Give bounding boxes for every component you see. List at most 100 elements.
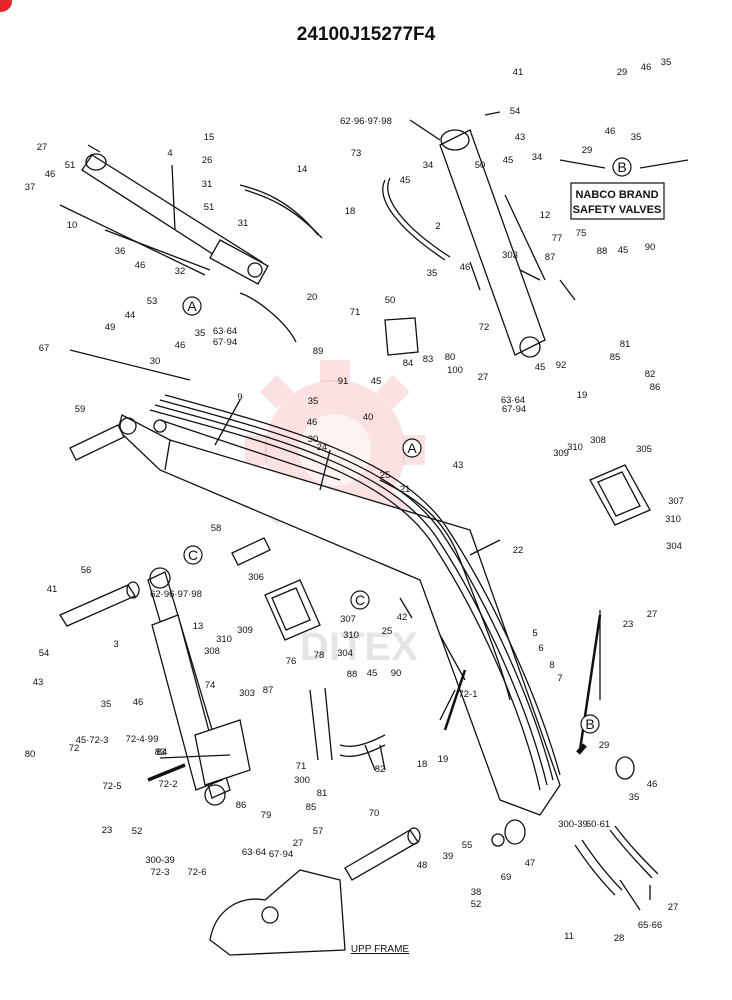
- legend-line1: NABCO BRAND: [575, 189, 658, 201]
- part-callout: 9: [237, 392, 242, 403]
- part-callout: 22: [513, 545, 524, 556]
- frame-label: UPP FRAME: [351, 944, 409, 955]
- part-callout: 72-5: [102, 781, 121, 792]
- part-callout: 67·94: [269, 849, 293, 860]
- part-callout: 90: [645, 242, 656, 253]
- part-callout: 18: [345, 206, 356, 217]
- part-callout: 30: [150, 356, 161, 367]
- part-callout: 303: [502, 250, 518, 261]
- part-callout: 52: [471, 899, 482, 910]
- part-callout: 25: [382, 626, 393, 637]
- marker-letter: C: [188, 547, 198, 563]
- part-callout: 48: [417, 860, 428, 871]
- part-callout: 23: [623, 619, 634, 630]
- part-callout: 35: [101, 699, 112, 710]
- part-callout: 78: [314, 650, 325, 661]
- part-callout: 50: [385, 295, 396, 306]
- part-callout: 13: [193, 621, 204, 632]
- marker-circle: [350, 590, 370, 610]
- part-callout: 35: [308, 396, 319, 407]
- part-callout: 41: [47, 584, 58, 595]
- part-callout: 18: [417, 759, 428, 770]
- part-callout: 27: [668, 902, 679, 913]
- part-callout: 300-39: [558, 819, 588, 830]
- part-callout: 35: [631, 132, 642, 143]
- part-callout: 27: [293, 838, 304, 849]
- part-callout: 11: [564, 931, 574, 942]
- part-callout: 29: [599, 740, 610, 751]
- part-callout: 46: [647, 779, 658, 790]
- pointer-arrow: [576, 743, 587, 755]
- part-callout: 63·64: [213, 326, 237, 337]
- part-callout: 19: [577, 390, 588, 401]
- part-callout: 305: [636, 444, 652, 455]
- part-callout: 35: [629, 792, 640, 803]
- part-callout: 45: [371, 376, 382, 387]
- part-callout: 45: [503, 155, 514, 166]
- part-callout: 34: [423, 160, 434, 171]
- part-callout: 91: [338, 376, 349, 387]
- part-callout: 307: [340, 614, 356, 625]
- part-callout: 26: [202, 155, 213, 166]
- part-callout: 84: [403, 358, 414, 369]
- part-callout: 59: [75, 404, 86, 415]
- part-callout: 307: [668, 496, 684, 507]
- part-callout: 310: [567, 442, 583, 453]
- part-callout: 86: [650, 382, 661, 393]
- part-callout: 67: [39, 343, 50, 354]
- part-callout: 86: [236, 800, 247, 811]
- part-callout: 72: [69, 743, 80, 754]
- part-callout: 8: [549, 660, 554, 671]
- watermark-text: DITEX: [300, 625, 418, 669]
- part-callout: 27: [37, 142, 48, 153]
- part-callout: 55: [462, 840, 473, 851]
- part-callout: 4: [167, 148, 172, 159]
- part-callout: 6: [538, 643, 543, 654]
- part-callout: 80: [445, 352, 456, 363]
- part-callout: 306: [248, 572, 264, 583]
- part-callout: 21: [400, 484, 411, 495]
- part-callout: 303: [239, 688, 255, 699]
- part-callout: 25: [380, 470, 391, 481]
- part-callout: 72-1: [458, 689, 477, 700]
- part-callout: 88: [347, 669, 358, 680]
- part-callout: 46: [641, 62, 652, 73]
- part-callout: 84: [157, 747, 168, 758]
- part-callout: 47: [525, 858, 536, 869]
- marker-circle: [580, 714, 600, 734]
- part-callout: 38: [471, 887, 482, 898]
- marker-letter: A: [407, 440, 417, 456]
- part-callout: 31: [202, 179, 213, 190]
- part-callout: 79: [261, 810, 272, 821]
- part-callout: 82: [375, 764, 386, 775]
- part-callout: 15: [204, 132, 215, 143]
- part-callout: 43: [453, 460, 464, 471]
- part-callout: 310: [216, 634, 232, 645]
- part-callout: 30: [308, 434, 319, 445]
- part-callout: 12: [540, 210, 551, 221]
- part-callout: 51: [204, 202, 215, 213]
- part-callout: 304: [337, 648, 353, 659]
- part-callout: 28: [614, 933, 625, 944]
- marker-circle: [182, 296, 202, 316]
- part-callout: 40: [363, 412, 374, 423]
- part-callout: 82: [645, 369, 656, 380]
- part-callout: 72-2: [158, 779, 177, 790]
- part-callout: 7: [557, 673, 562, 684]
- part-callout: 304: [666, 541, 682, 552]
- part-callout: 72: [479, 322, 490, 333]
- part-callout: 41: [513, 67, 524, 78]
- part-callout: 300: [294, 775, 310, 786]
- marker-letter: A: [187, 298, 197, 314]
- part-callout: 72-4·99: [126, 734, 159, 745]
- part-callout: 58: [211, 523, 222, 534]
- part-callout: 43: [33, 677, 44, 688]
- part-callout: 46: [45, 169, 56, 180]
- part-callout: 31: [238, 218, 249, 229]
- part-callout: 45: [400, 175, 411, 186]
- part-callout: 29: [582, 145, 593, 156]
- part-callout: 19: [438, 754, 449, 765]
- part-callout: 43: [515, 132, 526, 143]
- part-callout: 14: [297, 164, 308, 175]
- part-callout: 39: [443, 851, 454, 862]
